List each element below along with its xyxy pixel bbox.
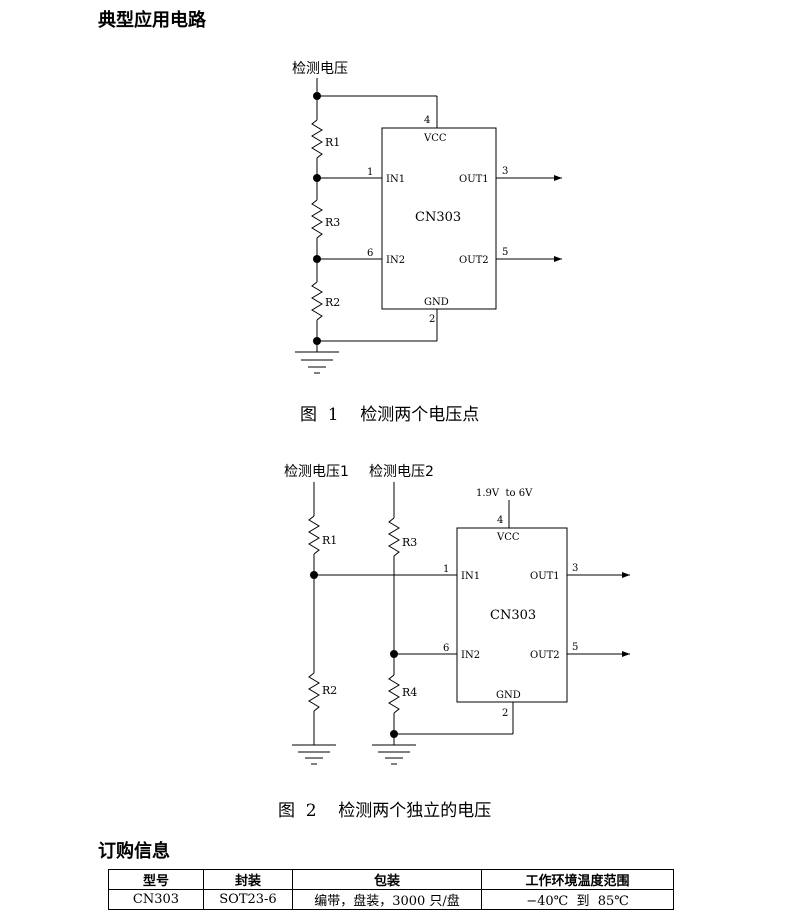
fig1-pin6-number: 6 (367, 248, 373, 259)
fig1-in1-label: IN1 (386, 174, 405, 185)
table-header-cell: 工作环境温度范围 (481, 869, 674, 890)
figure-1-caption: 图 1 检测两个电压点 (300, 405, 480, 425)
fig2-pin4-number: 4 (497, 515, 503, 526)
table-cell-model: CN303 (108, 889, 204, 910)
table-header-cell: 封装 (203, 869, 293, 890)
fig2-gnd-label: GND (496, 690, 521, 701)
fig1-in2-label: IN2 (386, 255, 405, 266)
fig2-input-label-2: 检测电压2 (369, 464, 434, 480)
fig2-pin3-number: 3 (572, 563, 578, 574)
fig2-pin1-number: 1 (443, 564, 449, 575)
fig2-r4-label: R4 (402, 686, 417, 699)
fig1-pin1-number: 1 (367, 167, 373, 178)
fig1-resistor-r1 (311, 119, 323, 159)
fig2-r3-label: R3 (402, 536, 417, 549)
fig1-chip-label: CN303 (415, 210, 461, 225)
ordering-table: 型号 封装 包装 工作环境温度范围 CN303 SOT23-6 编带，盘装，30… (108, 869, 674, 910)
figure-1-labels: R1 R3 R2 4 VCC 1 IN1 6 IN2 OUT1 3 OUT2 5… (325, 115, 508, 325)
fig2-pin5-number: 5 (572, 642, 578, 653)
fig1-out1-label: OUT1 (459, 174, 489, 185)
fig1-input-label: 检测电压 (292, 61, 348, 77)
fig1-pin4-number: 4 (424, 115, 430, 126)
fig2-ground-symbol-left (292, 744, 336, 765)
fig1-vcc-label: VCC (423, 133, 447, 144)
fig2-chip-label: CN303 (490, 608, 536, 623)
fig2-resistor-r2 (308, 672, 320, 712)
fig1-chip-cn303 (381, 127, 497, 310)
fig2-out1-label: OUT1 (530, 571, 560, 582)
fig2-supply-label: 1.9V to 6V (476, 488, 533, 499)
fig2-vcc-label: VCC (496, 532, 520, 543)
figure-2-labels: 1.9V to 6V R1 R2 R3 R4 4 VCC 1 IN1 6 IN2… (322, 488, 578, 719)
table-cell-packing: 编带，盘装，3000 只/盘 (292, 889, 482, 910)
fig2-chip-cn303 (456, 527, 568, 703)
fig1-ground-symbol (295, 351, 339, 374)
fig2-pin6-number: 6 (443, 643, 449, 654)
fig2-ground-symbol-right (372, 744, 416, 765)
fig2-in1-label: IN1 (461, 571, 480, 582)
table-header-row: 型号 封装 包装 工作环境温度范围 (108, 869, 674, 890)
fig1-resistor-r2 (311, 281, 323, 321)
table-cell-temperature: −40℃ 到 85℃ (481, 889, 674, 910)
fig1-pin5-number: 5 (502, 247, 508, 258)
figure-2-caption: 图 2 检测两个独立的电压 (278, 801, 492, 821)
section-heading-ordering-info: 订购信息 (98, 841, 170, 862)
fig1-r1-label: R1 (325, 136, 340, 149)
fig2-pin2-number: 2 (502, 708, 508, 719)
fig1-resistor-r3 (311, 199, 323, 239)
fig2-in2-label: IN2 (461, 650, 480, 661)
fig1-gnd-label: GND (424, 297, 449, 308)
fig2-resistor-r3 (388, 517, 400, 557)
fig2-resistor-r4 (388, 674, 400, 714)
fig2-r2-label: R2 (322, 684, 337, 697)
fig1-pin2-number: 2 (429, 314, 435, 325)
fig1-r2-label: R2 (325, 296, 340, 309)
fig2-out2-label: OUT2 (530, 650, 560, 661)
figure-2-circuit: 检测电压1 检测电压2 (284, 464, 630, 765)
table-row: CN303 SOT23-6 编带，盘装，3000 只/盘 −40℃ 到 85℃ (108, 889, 674, 910)
fig1-pin3-number: 3 (502, 166, 508, 177)
fig2-input-label-1: 检测电压1 (284, 464, 349, 480)
section-heading-typical-circuit: 典型应用电路 (98, 10, 206, 31)
figure-1-circuit: 检测电压 (292, 61, 562, 374)
table-cell-package: SOT23-6 (203, 889, 293, 910)
fig2-resistor-r1 (308, 515, 320, 555)
table-header-cell: 包装 (292, 869, 482, 890)
table-header-cell: 型号 (108, 869, 204, 890)
fig1-out2-label: OUT2 (459, 255, 489, 266)
fig1-r3-label: R3 (325, 216, 340, 229)
fig2-r1-label: R1 (322, 534, 337, 547)
